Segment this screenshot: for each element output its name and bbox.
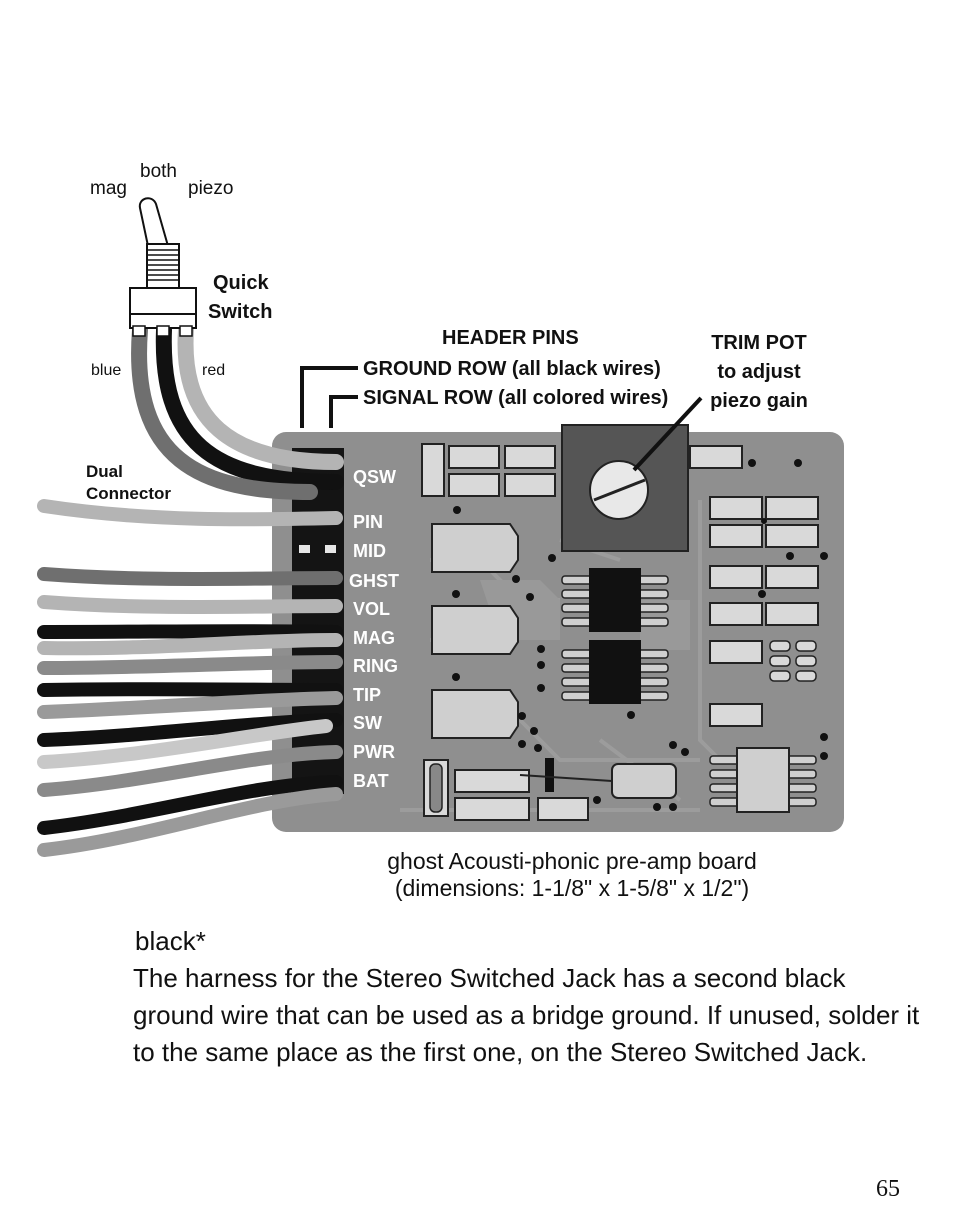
ic-chips <box>561 568 817 813</box>
trim-pot-line2: to adjust <box>717 361 801 383</box>
dual-connector-label: Dual Connector <box>86 462 171 503</box>
wire-sw-b <box>37 719 333 769</box>
pin-label-vol: VOL <box>353 599 390 619</box>
switch-body <box>129 287 197 329</box>
wire-sw <box>37 713 343 747</box>
trim-pot-label: TRIM POT to adjust piezo gain <box>710 332 808 412</box>
dual-connector-line1: Dual <box>86 462 123 481</box>
pin-label-bat: BAT <box>353 771 389 791</box>
wire-harness <box>37 322 344 857</box>
switch-labels: mag both piezo Quick Switch blue red <box>90 161 272 379</box>
trim-pot-line3: piezo gain <box>710 390 808 412</box>
wire-ghst <box>37 595 343 614</box>
pin-label-mid: MID <box>353 541 386 561</box>
quick-switch <box>129 197 197 337</box>
wire-black-switch <box>155 322 344 490</box>
callout-lines <box>300 366 703 472</box>
signal-row-callout <box>329 395 358 428</box>
pin-label-sw: SW <box>353 713 382 733</box>
page-number: 65 <box>876 1176 900 1202</box>
wire-label-red: red <box>202 362 225 379</box>
board-components <box>421 424 828 821</box>
trim-pot-line1: TRIM POT <box>711 332 807 354</box>
switch-title-line1: Quick <box>213 272 269 294</box>
pin-label-qsw: QSW <box>353 467 396 487</box>
wire-bat <box>37 775 343 835</box>
trim-pot <box>561 424 689 552</box>
note-body: The harness for the Stereo Switched Jack… <box>133 963 920 1067</box>
caption-line1: ghost Acousti-phonic pre-amp board <box>387 848 757 874</box>
pin-label-ring: RING <box>353 656 398 676</box>
switch-position-mag: mag <box>90 178 127 199</box>
header-pins-title: HEADER PINS <box>442 327 579 349</box>
wire-vol <box>37 624 343 639</box>
wire-mag <box>37 633 343 656</box>
wire-label-blue: blue <box>91 362 121 379</box>
pin-label-mag: MAG <box>353 628 395 648</box>
signal-row-label: SIGNAL ROW (all colored wires) <box>363 387 668 409</box>
wire-dual-connector <box>37 499 343 527</box>
ground-row-callout <box>300 366 358 428</box>
ground-row-label: GROUND ROW (all black wires) <box>363 358 661 380</box>
header-pins-label: HEADER PINS GROUND ROW (all black wires)… <box>363 327 668 409</box>
wire-bat-b <box>37 787 343 857</box>
wire-red <box>177 322 344 470</box>
caption-line2: (dimensions: 1-1/8" x 1-5/8" x 1/2") <box>395 875 749 901</box>
pin-label-ghst: GHST <box>349 571 399 591</box>
pin-label-pin: PIN <box>353 512 383 532</box>
switch-title-line2: Switch <box>208 301 272 323</box>
wire-mid <box>37 567 343 586</box>
board-caption: ghost Acousti-phonic pre-amp board (dime… <box>387 848 757 901</box>
note-heading: black* <box>135 926 206 956</box>
harness-note: black* The harness for the Stereo Switch… <box>133 923 933 1071</box>
pin-labels: QSW PIN MID GHST VOL MAG RING TIP SW PWR… <box>349 467 399 791</box>
wire-tip <box>37 682 343 697</box>
switch-position-both: both <box>140 161 177 182</box>
wire-pwr <box>37 745 343 797</box>
switch-position-piezo: piezo <box>188 178 233 199</box>
switch-lever <box>138 197 170 247</box>
wire-tip-b <box>37 691 343 719</box>
dual-connector-line2: Connector <box>86 484 171 503</box>
wire-ring <box>37 655 343 675</box>
pin-label-pwr: PWR <box>353 742 395 762</box>
trim-pot-callout <box>632 396 703 472</box>
wire-blue <box>131 322 318 500</box>
pin-label-tip: TIP <box>353 685 381 705</box>
